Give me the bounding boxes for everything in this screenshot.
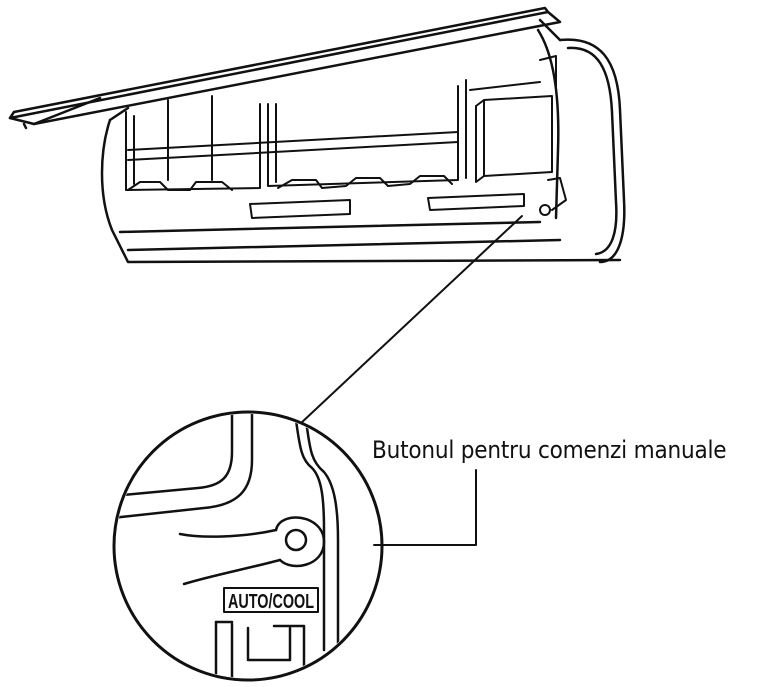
manual-button-callout-label: Butonul pentru comenzi manuale	[372, 436, 727, 464]
ac-indoor-unit	[10, 8, 624, 262]
manual-button-slot-icon	[180, 518, 324, 585]
unit-body	[102, 20, 624, 262]
front-panel-lifted	[10, 8, 560, 128]
auto-cool-label: AUTO/COOL	[228, 591, 314, 613]
zoom-leader-line	[300, 216, 522, 424]
magnified-detail: AUTO/COOL	[112, 410, 382, 686]
control-box	[466, 56, 566, 215]
callout-leader-line	[374, 470, 476, 545]
auto-cool-label-plate	[224, 588, 318, 612]
filter-frames	[126, 86, 524, 218]
